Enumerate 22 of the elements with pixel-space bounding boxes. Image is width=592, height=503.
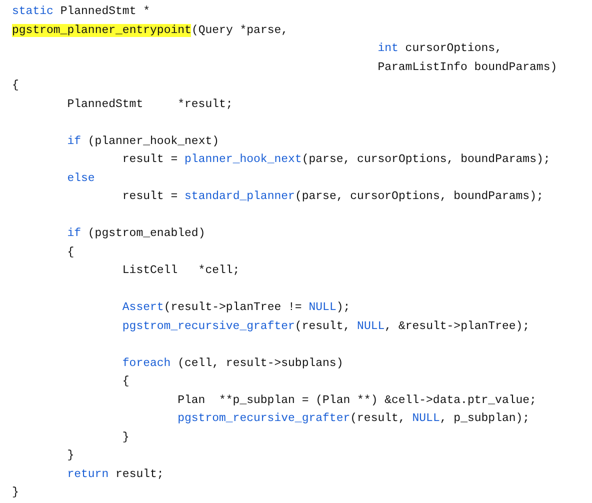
code-line: } (12, 486, 19, 500)
code-line: static PlannedStmt * (12, 5, 150, 19)
code-line: ListCell *cell; (122, 264, 240, 278)
code-line: pgstrom_recursive_grafter(result, NULL, p_subplan); (178, 412, 530, 426)
code-line: if (pgstrom_enabled) (67, 227, 206, 241)
code-line: int cursorOptions, (378, 42, 502, 56)
code-line: if (planner_hook_next) (67, 134, 220, 148)
code-line: pgstrom_recursive_grafter(result, NULL, &result->planTree); (122, 320, 530, 334)
code-line: { (67, 246, 74, 260)
code-line: { (122, 375, 130, 389)
code-line: { (12, 79, 19, 93)
code-line: Assert(result->planTree != NULL); (122, 301, 350, 315)
code-line: return result; (67, 468, 164, 482)
code-line: result = standard_planner(parse, cursorOptions, boundParams); (122, 190, 544, 204)
code-line: PlannedStmt *result; (67, 98, 233, 112)
code-line: else (67, 172, 95, 186)
code-line: } (67, 449, 74, 463)
code-line: result = planner_hook_next(parse, cursorOptions, boundParams); (122, 153, 550, 167)
code-line: } (122, 430, 130, 444)
code-line: ParamListInfo boundParams) (378, 60, 558, 74)
code-line: foreach (cell, result->subplans) (122, 356, 344, 370)
code-line: Plan **p_subplan = (Plan **) &cell->data.ptr_value; (178, 394, 536, 408)
